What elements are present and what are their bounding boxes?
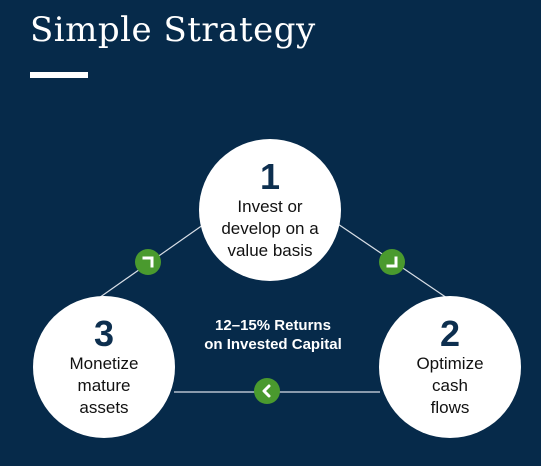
chevron-left-icon: [254, 378, 280, 404]
step-2-line-3: flows: [430, 398, 470, 417]
step-1-number: 1: [259, 156, 281, 197]
step-2-circle: 2 Optimize cash flows: [379, 296, 521, 438]
center-line-1: 12–15% Returns: [215, 317, 331, 334]
step-2-number: 2: [439, 313, 461, 354]
step-3-circle: 3 Monetize mature assets: [33, 296, 175, 438]
center-line-2: on Invested Capital: [204, 336, 342, 353]
corner-arrow-icon: [379, 249, 405, 275]
step-3-line-1: Monetize: [69, 354, 139, 373]
step-1-circle: 1 Invest or develop on a value basis: [199, 139, 341, 281]
title-underline: [30, 72, 88, 78]
step-3-line-2: mature: [77, 376, 131, 395]
center-returns-label: 12–15% Returns on Invested Capital: [170, 316, 376, 354]
corner-arrow-icon: [135, 249, 161, 275]
step-1-line-1: Invest or: [237, 197, 303, 216]
step-1-line-2: develop on a: [221, 219, 319, 238]
step-2-line-2: cash: [432, 376, 468, 395]
page-title: Simple Strategy: [30, 10, 316, 50]
step-2-line-1: Optimize: [416, 354, 484, 373]
step-3-number: 3: [93, 313, 115, 354]
step-3-line-3: assets: [79, 398, 129, 417]
step-1-line-3: value basis: [227, 241, 313, 260]
